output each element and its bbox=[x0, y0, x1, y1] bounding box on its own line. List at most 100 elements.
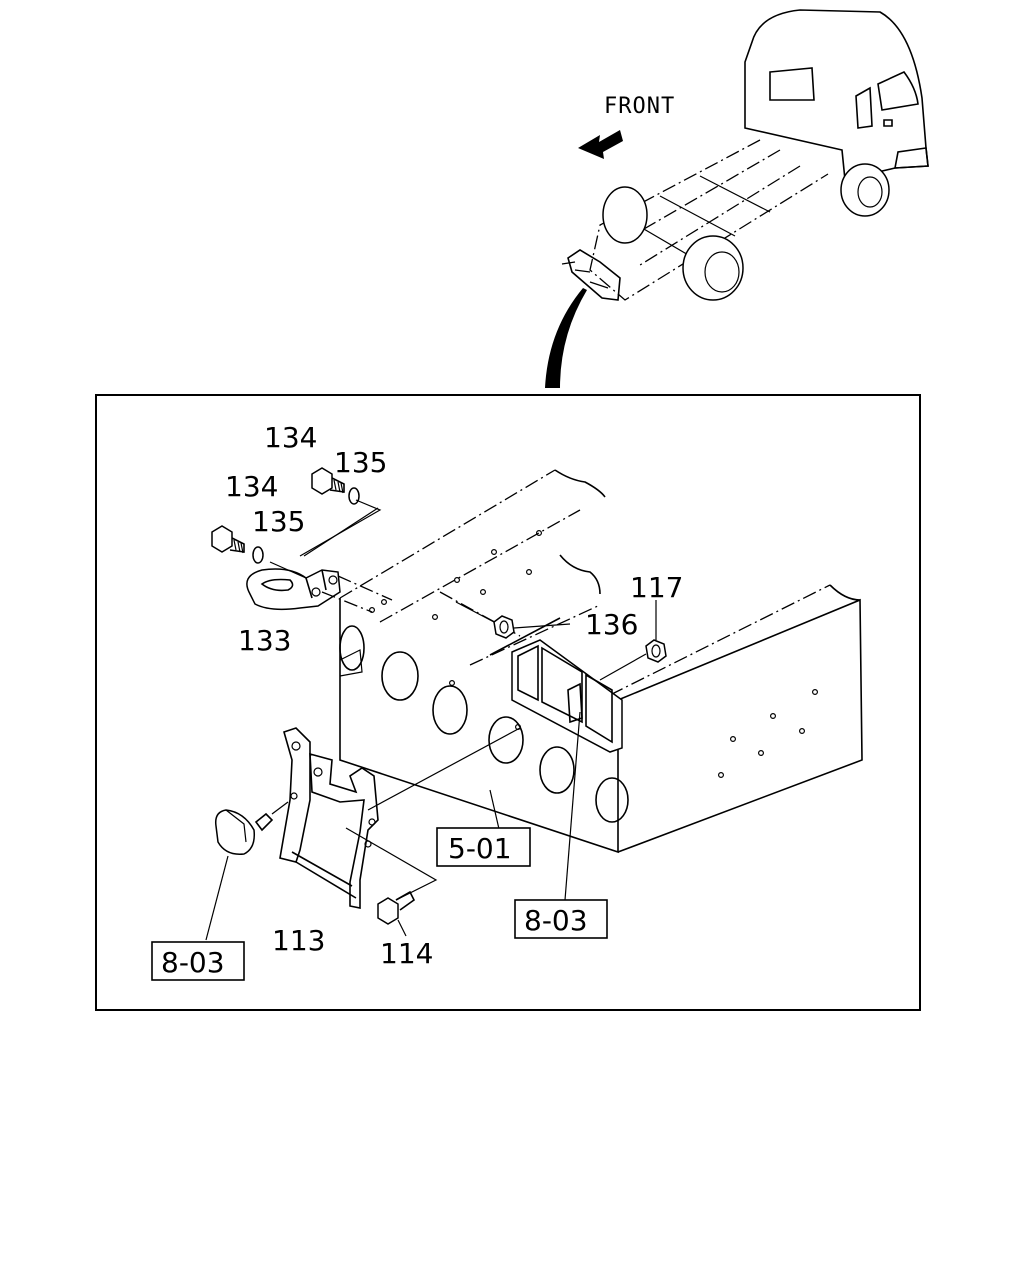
cab-door-handle bbox=[883, 119, 893, 127]
bolt-134-lower-shank bbox=[229, 537, 245, 553]
bracket-right-arm bbox=[309, 752, 379, 909]
bolt-114-shank bbox=[395, 890, 416, 911]
zoom-pointer-icon bbox=[545, 288, 587, 388]
frame-break-2 bbox=[559, 554, 601, 595]
nut-117 bbox=[599, 600, 667, 681]
frame-hole bbox=[381, 651, 419, 701]
ref-box-license-lamp bbox=[151, 941, 245, 981]
callout-136: 136 bbox=[585, 608, 638, 641]
cab-bumper bbox=[894, 147, 929, 169]
nut-117-stud-line bbox=[599, 653, 647, 681]
license-lamp-bulb bbox=[254, 812, 274, 832]
lamp-reflector bbox=[567, 682, 583, 724]
license-lamp-edge bbox=[225, 809, 247, 843]
bracket-left-arm bbox=[279, 727, 311, 863]
callout-133: 133 bbox=[238, 624, 291, 657]
frame-top-right-edge bbox=[609, 584, 831, 696]
detail-frame bbox=[95, 394, 921, 1011]
lamp-lens-2 bbox=[541, 646, 583, 724]
bracket-hole bbox=[368, 818, 376, 826]
small-bolt-holes bbox=[369, 529, 818, 778]
crossmember-face bbox=[339, 598, 619, 854]
bolt-thread bbox=[233, 539, 244, 554]
frame-hole bbox=[432, 685, 468, 735]
truck-cab bbox=[744, 9, 929, 182]
bracket-hole bbox=[290, 792, 298, 800]
rear-wheel-hub bbox=[704, 251, 740, 293]
frame-outline bbox=[589, 139, 829, 301]
front-wheel-hub bbox=[857, 176, 883, 208]
bolt-114-head bbox=[377, 897, 399, 925]
callout-113: 113 bbox=[272, 924, 325, 957]
ref-box-frame bbox=[436, 827, 531, 867]
license-lamp-leader bbox=[271, 801, 289, 815]
license-lamp bbox=[205, 801, 289, 941]
rear-end-hardware bbox=[561, 261, 609, 289]
frame-hole bbox=[539, 746, 575, 794]
tow-hook-leader bbox=[321, 575, 393, 613]
reference-boxes: 5-01 8-03 8-03 bbox=[151, 827, 608, 981]
bolt-134-lower-head bbox=[211, 525, 233, 553]
license-lamp-bracket-113 bbox=[279, 727, 521, 909]
bracket-hole bbox=[291, 741, 301, 751]
washer-135-upper bbox=[348, 487, 360, 505]
frame-top-left-edge-inner bbox=[379, 509, 581, 623]
rear-lamp-ref-leader bbox=[564, 711, 581, 901]
callout-135-lower: 135 bbox=[252, 505, 305, 538]
nut-136-hole bbox=[499, 620, 509, 634]
bolt-thread bbox=[333, 479, 344, 494]
bracket-hole bbox=[313, 767, 323, 777]
chassis-rear-frame bbox=[339, 469, 863, 854]
frame-break-1 bbox=[554, 469, 606, 498]
nut-136-bolt-line bbox=[455, 601, 495, 623]
fasteners-134-135 bbox=[211, 467, 382, 564]
lamp-lens-1 bbox=[517, 644, 539, 702]
tow-hook-eye bbox=[260, 578, 294, 592]
ref-rear-lamp-label: 8-03 bbox=[524, 904, 588, 937]
license-lamp-ref-leader bbox=[205, 855, 229, 941]
bolt-134-upper-shank bbox=[329, 477, 345, 493]
tow-hook-body bbox=[246, 568, 341, 611]
rear-end-assembly bbox=[567, 249, 621, 301]
tow-hook-bracket-ribs bbox=[305, 569, 327, 599]
cab-windshield bbox=[877, 71, 919, 111]
ref-frame-label: 5-01 bbox=[448, 832, 512, 865]
cab-rear-window bbox=[769, 67, 815, 101]
bracket-to-frame-line bbox=[367, 727, 521, 811]
tow-hook-hole bbox=[311, 587, 321, 597]
bolt-134-upper-head bbox=[311, 467, 333, 495]
nut-136-body bbox=[493, 615, 515, 639]
callout-labels: 134 135 134 135 133 136 117 113 114 bbox=[225, 421, 683, 970]
upper-assembly-leader bbox=[299, 499, 382, 557]
lamp-housing bbox=[511, 639, 623, 753]
bolt-114 bbox=[377, 890, 416, 937]
frame-top-left-edge bbox=[339, 469, 556, 599]
frame-rail-left bbox=[624, 149, 781, 241]
frame-rail-right bbox=[639, 165, 801, 266]
front-label: FRONT bbox=[604, 94, 675, 119]
frame-side-right bbox=[617, 598, 863, 853]
bracket-bottom-bar bbox=[291, 851, 357, 899]
frame-break-3 bbox=[829, 584, 861, 601]
bracket-bolt-line bbox=[345, 827, 438, 901]
truck-overview: FRONT bbox=[545, 9, 929, 388]
tow-hook-hole bbox=[328, 575, 338, 585]
cab-side-window bbox=[855, 86, 873, 129]
nut-136 bbox=[455, 601, 571, 639]
callout-117: 117 bbox=[630, 571, 683, 604]
frame-hole bbox=[488, 716, 524, 764]
tow-hook-bolt-line bbox=[269, 561, 307, 579]
nut-117-body bbox=[645, 639, 667, 663]
front-arrow-icon bbox=[578, 130, 623, 159]
callout-134-lower: 134 bbox=[225, 470, 278, 503]
callout-114: 114 bbox=[380, 937, 433, 970]
ref-license-lamp-label: 8-03 bbox=[161, 946, 225, 979]
washer-135-lower bbox=[252, 546, 264, 564]
nut-117-hole bbox=[651, 644, 661, 658]
rear-wheel-right bbox=[682, 235, 744, 301]
frame-inner-edge bbox=[489, 617, 561, 656]
rear-combination-lamp bbox=[511, 639, 623, 753]
ref-box-rear-lamp bbox=[514, 899, 608, 939]
nut-136-leader bbox=[513, 623, 571, 629]
